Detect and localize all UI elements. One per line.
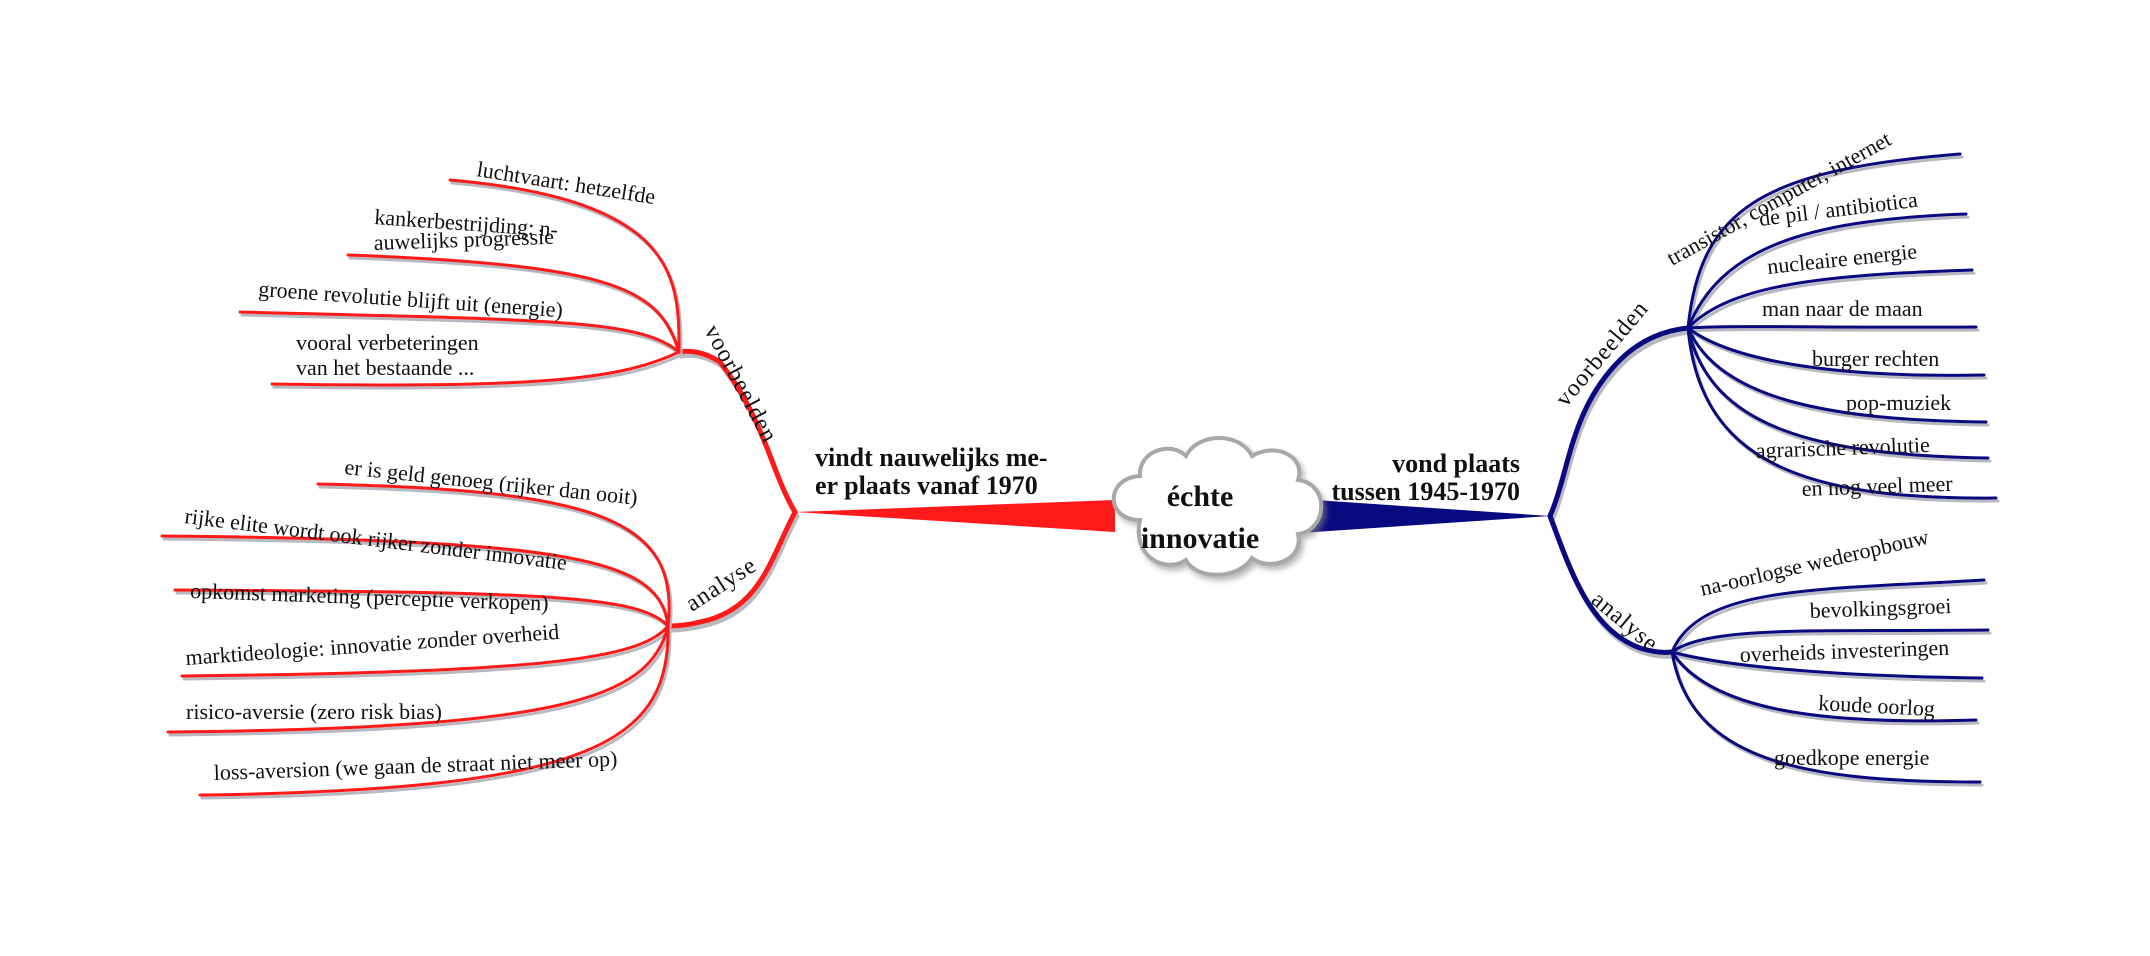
left-main-title-line1: vindt nauwelijks me-	[815, 443, 1048, 472]
right-voorbeelden-label: voorbeelden	[1551, 296, 1654, 412]
center-title-line2: innovatie	[1141, 522, 1259, 555]
right-voorbeelden-item-8: en nog veel meer	[1801, 471, 1953, 501]
right-main-wedge	[1285, 498, 1550, 534]
left-analyse-item-3: opkomst marketing (perceptie verkopen)	[190, 578, 549, 616]
right-main-title-line1: vond plaats	[1392, 449, 1520, 478]
left-voorbeelden-item-4-line1: vooral verbeteringen	[296, 330, 479, 355]
left-analyse-item-6: loss-aversion (we gaan de straat niet me…	[213, 746, 617, 785]
right-analyse-item-2: bevolkingsgroei	[1809, 593, 1952, 623]
left-voorbeelden-branch	[238, 178, 800, 519]
right-voorbeelden-item-6: pop-muziek	[1846, 390, 1951, 415]
left-analyse-item-4: marktideologie: innovatie zonder overhei…	[185, 619, 560, 670]
right-analyse-item-3: overheids investeringen	[1739, 635, 1949, 667]
right-analyse-item-5: goedkope energie	[1774, 745, 1929, 770]
right-voorbeelden-item-7: agrarische revolutie	[1755, 432, 1930, 463]
center-title-line1: échte	[1167, 480, 1234, 513]
left-main-wedge	[795, 500, 1115, 532]
left-analyse-branch	[160, 482, 800, 800]
left-voorbeelden-label: voorbeelden	[699, 321, 783, 448]
left-analyse-item-5: risico-aversie (zero risk bias)	[186, 699, 442, 724]
left-main-title-line2: er plaats vanaf 1970	[815, 471, 1038, 500]
right-voorbeelden-item-5: burger rechten	[1812, 346, 1939, 371]
right-voorbeelden-item-4: man naar de maan	[1762, 296, 1923, 321]
right-voorbeelden-branch	[1547, 152, 2000, 523]
left-analyse-label: analyse	[681, 552, 761, 617]
center-cloud[interactable]	[1111, 436, 1324, 577]
left-analyse-item-1: er is geld genoeg (rijker dan ooit)	[343, 454, 638, 510]
left-voorbeelden-item-2-line2: auwelijks progressie	[373, 224, 554, 255]
right-main-title-line2: tussen 1945-1970	[1331, 477, 1520, 506]
left-voorbeelden-item-4-line2: van het bestaande ...	[296, 355, 474, 380]
right-analyse-item-4: koude oorlog	[1818, 690, 1936, 721]
right-analyse-label: analyse	[1586, 587, 1663, 658]
right-analyse-branch	[1547, 513, 1992, 787]
